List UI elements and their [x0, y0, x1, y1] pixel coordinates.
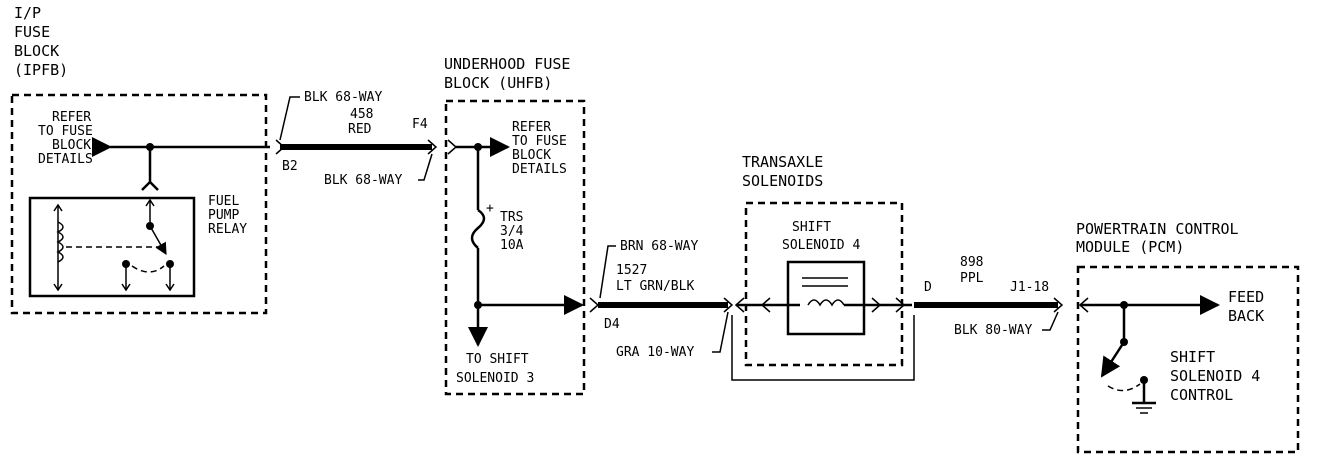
transaxle-title-2: SOLENOIDS	[742, 172, 823, 190]
ground-icon	[1132, 401, 1156, 414]
wire2-pin: D4	[604, 317, 620, 332]
fuse-icon	[470, 208, 486, 249]
control-label-1: SHIFT	[1170, 348, 1215, 366]
uhfb-refer-3: BLOCK	[512, 148, 551, 163]
wire3-bottom-leader	[1042, 311, 1059, 331]
uhfb-refer-1: REFER	[512, 120, 551, 135]
solenoid-coil-icon	[807, 299, 845, 307]
relay-label-1: FUEL	[208, 194, 239, 209]
ipfb-title-1: I/P	[14, 4, 41, 22]
ipfb-title-2: FUSE	[14, 23, 50, 41]
transaxle-title-1: TRANSAXLE	[742, 153, 823, 171]
relay-switch-icon	[149, 225, 167, 256]
pcm-title-1: POWERTRAIN CONTROL	[1076, 220, 1239, 238]
wire-458-section: BLK 68-WAY 458 RED F4 B2 BLK 68-WAY	[275, 90, 438, 188]
control-label-3: CONTROL	[1170, 386, 1233, 404]
ipfb-refer-4: DETAILS	[38, 152, 93, 167]
uhfb-title-2: BLOCK (UHFB)	[444, 74, 552, 92]
wire1-bottom-connector: BLK 68-WAY	[324, 173, 402, 188]
wire3-color: PPL	[960, 271, 984, 286]
uhfb-refer-4: DETAILS	[512, 162, 567, 177]
solenoid-label-2: SOLENOID 4	[782, 238, 860, 253]
feedback-label-2: BACK	[1228, 307, 1264, 325]
wire2-circuit: 1527	[616, 263, 647, 278]
uhfb-refer-2: TO FUSE	[512, 134, 567, 149]
wire1-bottom-leader	[418, 153, 433, 181]
to-shift-1: TO SHIFT	[466, 352, 529, 367]
ipfb-box	[10, 93, 268, 315]
wire1-right-pin: F4	[412, 117, 428, 132]
wire1-top-connector: BLK 68-WAY	[304, 90, 382, 105]
solenoid-label-1: SHIFT	[792, 220, 831, 235]
ipfb-title-3: BLOCK	[14, 42, 59, 60]
pcm-box	[1076, 265, 1300, 454]
control-label-2: SOLENOID 4	[1170, 367, 1260, 385]
relay-coil-icon	[56, 221, 64, 263]
ipfb-section: I/P FUSE BLOCK (IPFB) REFER TO FUSE BLOC…	[10, 4, 270, 315]
fuel-pump-relay-box	[28, 196, 196, 298]
wire2-color: LT GRN/BLK	[616, 279, 694, 294]
transaxle-bracket	[731, 315, 915, 381]
ipfb-refer-1: REFER	[52, 110, 91, 125]
wire1-circuit: 458	[350, 107, 373, 122]
wire3-right-pin: J1-18	[1010, 280, 1049, 295]
wire2-top-connector: BRN 68-WAY	[620, 239, 698, 254]
ipfb-connector-symbol	[141, 180, 159, 191]
transaxle-section: TRANSAXLE SOLENOIDS SHIFT SOLENOID 4	[731, 153, 915, 381]
uhfb-section: UNDERHOOD FUSE BLOCK (UHFB) REFER TO FUS…	[444, 55, 586, 396]
ipfb-title-4: (IPFB)	[14, 61, 68, 79]
shift-solenoid-4-box	[786, 260, 866, 336]
wire2-bottom-leader	[712, 311, 729, 353]
fuse-label-1: TRS	[500, 210, 523, 225]
wire3-circuit: 898	[960, 255, 983, 270]
fuse-label-3: 10A	[500, 238, 524, 253]
wire-898-section: 898 PPL D J1-18 BLK 80-WAY	[914, 255, 1064, 338]
wire2-top-leader	[599, 245, 616, 299]
wire-1527-section: BRN 68-WAY 1527 LT GRN/BLK D4 GRA 10-WAY	[589, 239, 734, 360]
fuse-polarity: +	[486, 201, 494, 216]
wire1-color: RED	[348, 122, 372, 137]
pcm-switch-icon	[1100, 341, 1126, 378]
fuse-label-2: 3/4	[500, 224, 524, 239]
uhfb-title-1: UNDERHOOD FUSE	[444, 55, 570, 73]
ipfb-refer-3: BLOCK	[52, 138, 91, 153]
pcm-title-2: MODULE (PCM)	[1076, 238, 1184, 256]
relay-label-2: PUMP	[208, 208, 239, 223]
relay-label-3: RELAY	[208, 222, 247, 237]
pcm-section: POWERTRAIN CONTROL MODULE (PCM) FEED BAC…	[1076, 220, 1300, 454]
ipfb-refer-2: TO FUSE	[38, 124, 93, 139]
to-shift-2: SOLENOID 3	[456, 371, 534, 386]
wire1-top-leader	[279, 96, 300, 141]
wire3-left-pin: D	[924, 280, 932, 295]
feedback-label-1: FEED	[1228, 288, 1264, 306]
wire1-left-pin: B2	[282, 159, 298, 174]
wire3-bottom-connector: BLK 80-WAY	[954, 323, 1032, 338]
wire2-bottom-connector: GRA 10-WAY	[616, 345, 694, 360]
transaxle-box	[744, 201, 904, 367]
